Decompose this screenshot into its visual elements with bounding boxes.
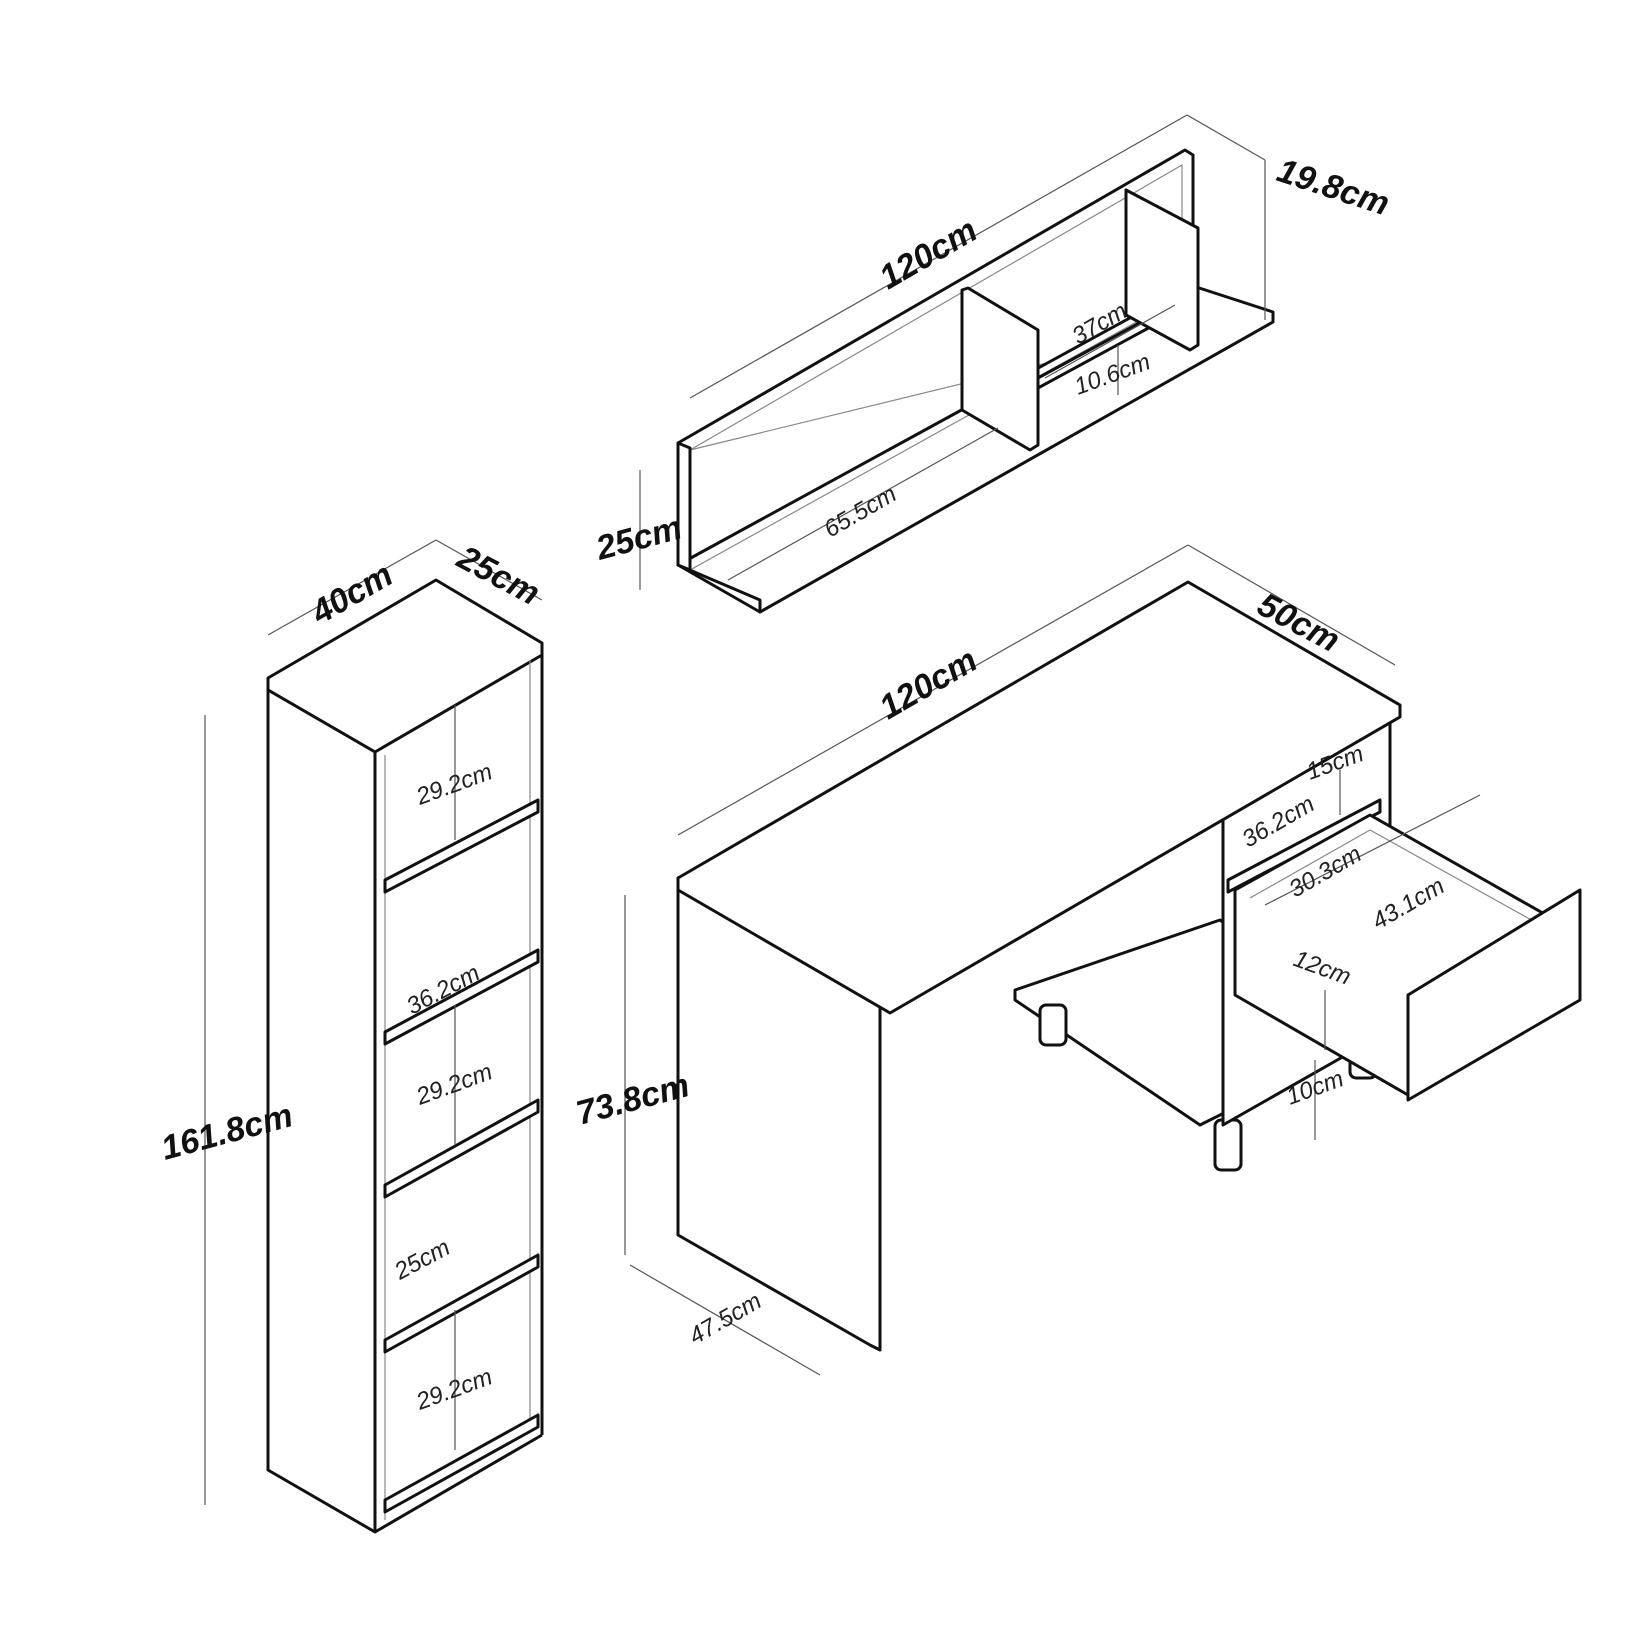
shelf-height-label: 25cm xyxy=(591,509,686,568)
bookcase-shelf-4 xyxy=(383,1253,540,1354)
desk-side-depth-label: 47.5cm xyxy=(685,1287,767,1350)
desk-top xyxy=(676,580,1402,1015)
bookcase-shelf-3 xyxy=(383,1098,540,1199)
desk-height-label: 73.8cm xyxy=(572,1066,693,1133)
wall-shelf: 120cm 19.8cm 25cm 65.5cm 37cm 10.6cm xyxy=(591,114,1394,614)
drawer-front xyxy=(1406,888,1582,1102)
bookcase-gap-4-label: 29.2cm xyxy=(412,1363,496,1416)
bookcase-shelf-2 xyxy=(383,948,540,1046)
desk-leg xyxy=(1213,1118,1243,1172)
desk-leg xyxy=(1038,1003,1068,1047)
bookcase-shelf-5 xyxy=(383,1413,540,1514)
bookcase-gap-3-label: 25cm xyxy=(389,1234,454,1286)
desk-drawer[interactable] xyxy=(1233,813,1582,1102)
bookcase-gap-1-label: 29.2cm xyxy=(412,758,496,811)
desk: 120cm 50cm 73.8cm 47.5cm 15cm 36.2cm 30.… xyxy=(572,544,1582,1376)
shelf-right-divider xyxy=(1124,188,1200,352)
shelf-depth-label: 19.8cm xyxy=(1273,151,1394,223)
bookcase-shelf-1 xyxy=(383,798,540,894)
bookcase: 40cm 25cm 161.8cm 29.2cm 36.2cm 29.2cm 2… xyxy=(157,538,546,1534)
bookcase-gap-2-label: 29.2cm xyxy=(412,1058,496,1111)
shelf-divider xyxy=(960,286,1040,452)
